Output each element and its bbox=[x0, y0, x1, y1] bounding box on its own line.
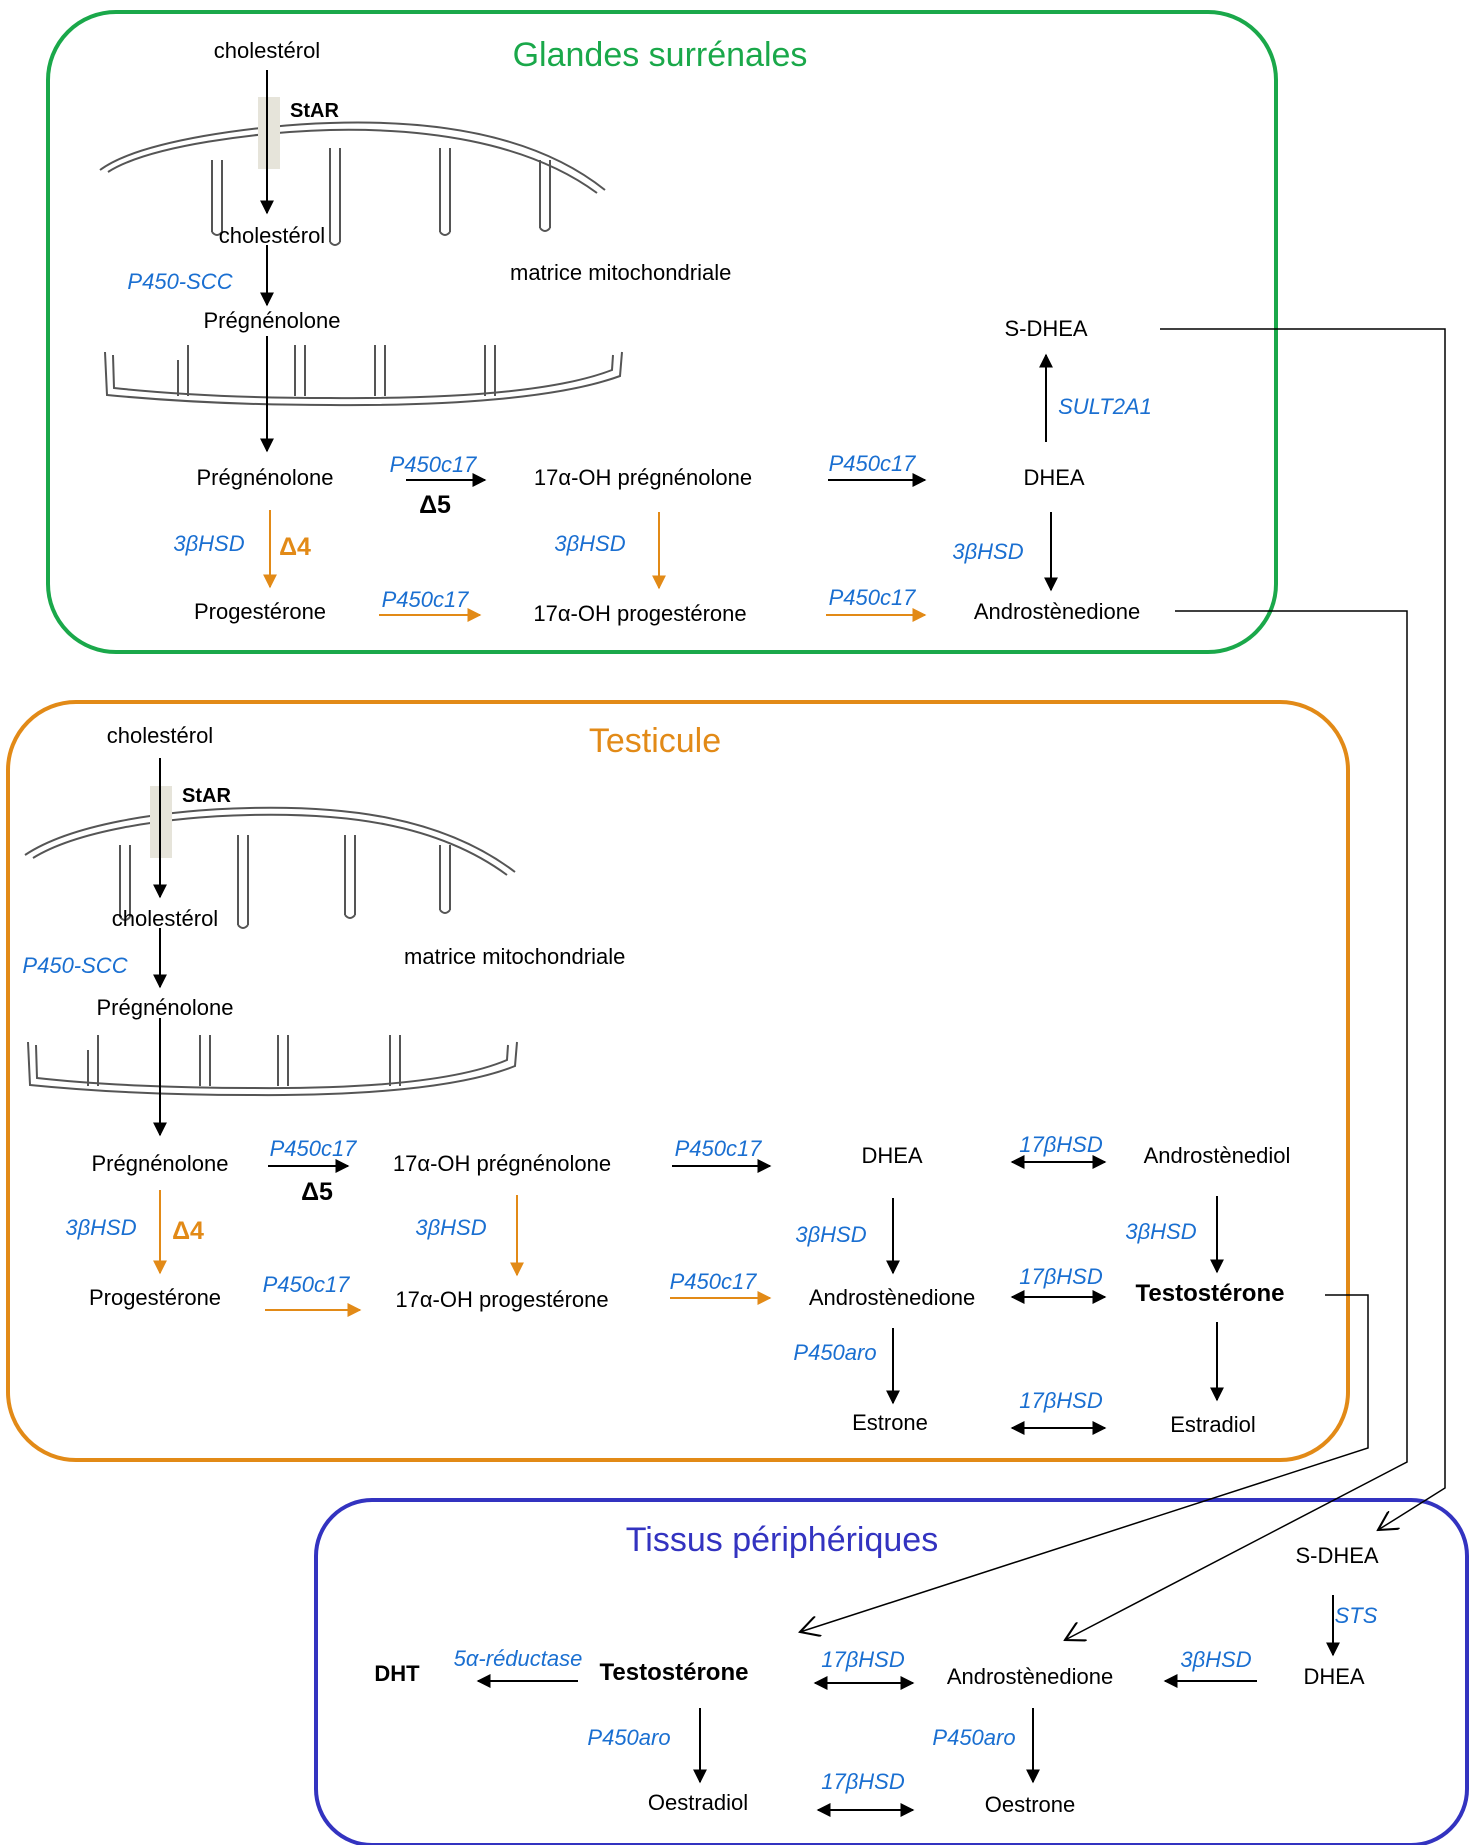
testis-delta5: Δ5 bbox=[301, 1178, 333, 1206]
testis-p450scc: P450-SCC bbox=[22, 953, 128, 978]
testis-17bhsd-a: 17βHSD bbox=[1019, 1132, 1103, 1157]
testis-3bhsd-b: 3βHSD bbox=[415, 1215, 487, 1240]
testis-p450c17-b: P450c17 bbox=[674, 1136, 762, 1161]
peripheral-dhea: DHEA bbox=[1303, 1664, 1365, 1689]
adrenal-mitochondrion bbox=[99, 121, 623, 407]
testis-delta4-arrows bbox=[153, 1190, 772, 1317]
adrenal-dhea: DHEA bbox=[1023, 465, 1085, 490]
testis-androstenedione: Androstènedione bbox=[808, 1285, 976, 1310]
testis-cholesterol-outer: cholestérol bbox=[106, 723, 214, 748]
testis-cholesterol-inner: cholestérol bbox=[111, 906, 219, 931]
adrenal-p450c17-d: P450c17 bbox=[828, 585, 916, 610]
adrenal-star-label: StAR bbox=[290, 100, 339, 122]
adrenal-s-dhea: S-DHEA bbox=[1004, 316, 1088, 341]
adrenal-p450c17-a: P450c17 bbox=[389, 452, 477, 477]
adrenal-3bhsd-b: 3βHSD bbox=[554, 531, 626, 556]
testis-star-label: StAR bbox=[182, 785, 231, 807]
peripheral-3bhsd: 3βHSD bbox=[1180, 1647, 1252, 1672]
testis-3bhsd-d: 3βHSD bbox=[1125, 1219, 1197, 1244]
adrenal-delta4: Δ4 bbox=[279, 533, 311, 561]
adrenal-arrows bbox=[260, 70, 1058, 592]
peripheral-box bbox=[314, 1498, 1469, 1845]
testis-p450aro: P450aro bbox=[793, 1340, 877, 1365]
peripheral-androstenedione: Androstènedione bbox=[946, 1664, 1114, 1689]
adrenal-matrix-label: matrice mitochondriale bbox=[510, 260, 732, 285]
peripheral-p450aro-b: P450aro bbox=[932, 1725, 1016, 1750]
testis-testosterone: Testostérone bbox=[1135, 1280, 1285, 1307]
peripheral-17bhsd-a: 17βHSD bbox=[821, 1647, 905, 1672]
adrenal-3bhsd-c: 3βHSD bbox=[952, 539, 1024, 564]
peripheral-s-dhea: S-DHEA bbox=[1295, 1543, 1379, 1568]
testis-arrows bbox=[153, 758, 1224, 1435]
adrenal-oh-progesterone: 17α-OH progestérone bbox=[533, 601, 747, 626]
testis-17bhsd-c: 17βHSD bbox=[1019, 1388, 1103, 1413]
testis-17bhsd-b: 17βHSD bbox=[1019, 1264, 1103, 1289]
testis-p450c17-c: P450c17 bbox=[262, 1272, 350, 1297]
peripheral-oestradiol: Oestradiol bbox=[647, 1790, 749, 1815]
adrenal-pregnenolone: Prégnénolone bbox=[196, 465, 334, 490]
adrenal-delta4-arrows bbox=[263, 510, 927, 622]
adrenal-p450scc: P450-SCC bbox=[127, 269, 233, 294]
testis-title: Testicule bbox=[588, 722, 722, 760]
adrenal-delta5: Δ5 bbox=[419, 491, 451, 519]
adrenal-box bbox=[46, 10, 1278, 654]
testis-mitochondrion bbox=[24, 806, 518, 1097]
adrenal-p450c17-b: P450c17 bbox=[828, 451, 916, 476]
testis-oh-pregnenolone: 17α-OH prégnénolone bbox=[392, 1151, 612, 1176]
testis-delta4: Δ4 bbox=[172, 1217, 204, 1245]
testis-progesterone: Progestérone bbox=[88, 1285, 222, 1310]
testis-p450c17-a: P450c17 bbox=[269, 1136, 357, 1161]
adrenal-sult2a1: SULT2A1 bbox=[1058, 394, 1152, 419]
adrenal-oh-pregnenolone: 17α-OH prégnénolone bbox=[533, 465, 753, 490]
testis-androstenediol: Androstènediol bbox=[1143, 1143, 1291, 1168]
testis-pregnenolone: Prégnénolone bbox=[91, 1151, 229, 1176]
adrenal-title: Glandes surrénales bbox=[512, 36, 808, 74]
peripheral-5a-reductase: 5α-réductase bbox=[453, 1646, 583, 1671]
testis-pregnenolone-matrix: Prégnénolone bbox=[96, 995, 234, 1020]
adrenal-progesterone: Progestérone bbox=[193, 599, 327, 624]
transport-connectors bbox=[800, 328, 1446, 1640]
peripheral-p450aro-a: P450aro bbox=[587, 1725, 671, 1750]
adrenal-3bhsd-a: 3βHSD bbox=[173, 531, 245, 556]
adrenal-cholesterol-outer: cholestérol bbox=[213, 38, 321, 63]
adrenal-star-channel bbox=[258, 97, 280, 169]
peripheral-arrows bbox=[476, 1595, 1340, 1817]
adrenal-pregnenolone-matrix: Prégnénolone bbox=[203, 308, 341, 333]
testis-estrone: Estrone bbox=[852, 1410, 928, 1435]
peripheral-sts: STS bbox=[1334, 1603, 1378, 1628]
testis-3bhsd-c: 3βHSD bbox=[795, 1222, 867, 1247]
peripheral-17bhsd-b: 17βHSD bbox=[821, 1769, 905, 1794]
testis-matrix-label: matrice mitochondriale bbox=[404, 944, 626, 969]
testis-p450c17-d: P450c17 bbox=[669, 1269, 757, 1294]
peripheral-dht: DHT bbox=[374, 1661, 420, 1686]
testis-dhea: DHEA bbox=[861, 1143, 923, 1168]
peripheral-oestrone: Oestrone bbox=[984, 1792, 1076, 1817]
testis-oh-progesterone: 17α-OH progestérone bbox=[395, 1287, 609, 1312]
peripheral-title: Tissus périphériques bbox=[625, 1521, 939, 1559]
adrenal-p450c17-c: P450c17 bbox=[381, 587, 469, 612]
adrenal-androstenedione: Androstènedione bbox=[973, 599, 1141, 624]
testis-estradiol: Estradiol bbox=[1170, 1412, 1256, 1437]
testis-box bbox=[6, 700, 1350, 1462]
adrenal-cholesterol-inner: cholestérol bbox=[218, 223, 326, 248]
peripheral-testosterone: Testostérone bbox=[599, 1659, 749, 1686]
testis-3bhsd-a: 3βHSD bbox=[65, 1215, 137, 1240]
